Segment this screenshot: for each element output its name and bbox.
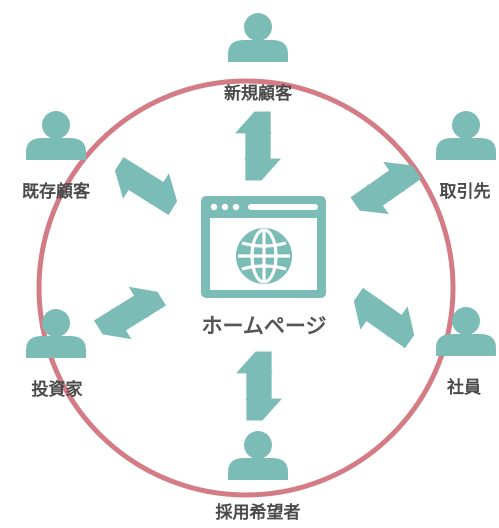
globe-browser-window-icon [201, 196, 326, 298]
globe-icon [236, 228, 292, 284]
person-icon-employee [436, 307, 496, 356]
person-icon-new-customer [228, 13, 288, 62]
person-icon-job-applicant [228, 431, 288, 480]
stakeholder-label-employee: 社員 [447, 378, 481, 398]
bidirectional-arrow-icon-investor [88, 275, 172, 351]
person-icon-business-partner [436, 111, 496, 160]
person-icon-investor [26, 309, 86, 358]
stakeholder-label-new-customer: 新規顧客 [224, 84, 292, 104]
stakeholder-label-business-partner: 取引先 [439, 182, 491, 202]
bidirectional-arrow-icon-job-applicant [236, 351, 282, 421]
stakeholder-label-existing-customer: 既存顧客 [22, 182, 90, 202]
bidirectional-arrow-icon-business-partner [344, 149, 428, 227]
relationship-ring [36, 78, 456, 498]
bidirectional-arrow-icon-existing-customer [104, 148, 188, 224]
bidirectional-arrow-icon-new-customer [235, 111, 281, 181]
person-icon-existing-customer [26, 111, 86, 160]
stakeholder-label-investor: 投資家 [31, 380, 83, 400]
stakeholder-label-job-applicant: 採用希望者 [215, 503, 301, 523]
bidirectional-arrow-icon-employee [342, 279, 426, 357]
homepage-label: ホームページ [201, 314, 327, 338]
